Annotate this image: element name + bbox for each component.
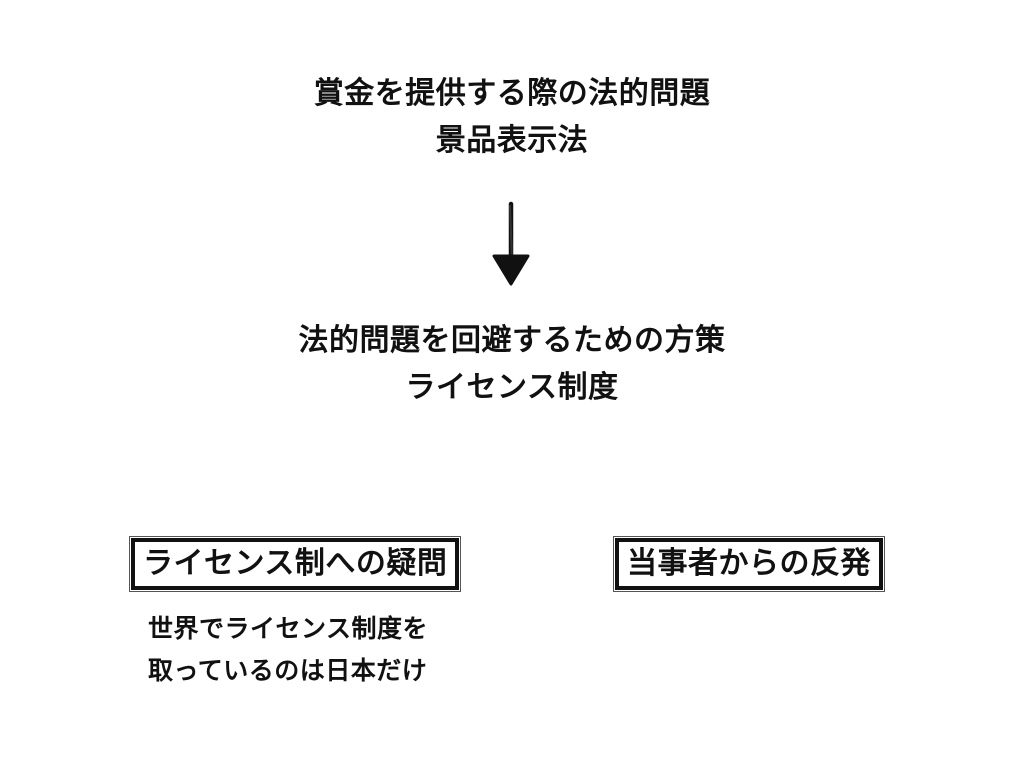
solution-system: ライセンス制度 — [405, 370, 619, 405]
problem-law: 景品表示法 — [435, 123, 589, 158]
license-doubt-note: 世界でライセンス制度を 取っているのは日本だけ — [148, 608, 428, 692]
solution-title: 法的問題を回避するための方策 — [298, 323, 726, 358]
solution-heading: 法的問題を回避するための方策 ライセンス制度 — [0, 317, 1024, 411]
stakeholder-backlash-box: 当事者からの反発 — [615, 538, 883, 590]
down-arrow-icon — [492, 201, 530, 286]
problem-heading: 賞金を提供する際の法的問題 景品表示法 — [0, 70, 1024, 164]
problem-title: 賞金を提供する際の法的問題 — [313, 76, 711, 111]
license-doubt-note-line2: 取っているのは日本だけ — [148, 656, 428, 685]
license-doubt-box: ライセンス制への疑問 — [131, 538, 460, 590]
license-doubt-note-line1: 世界でライセンス制度を — [148, 614, 429, 643]
